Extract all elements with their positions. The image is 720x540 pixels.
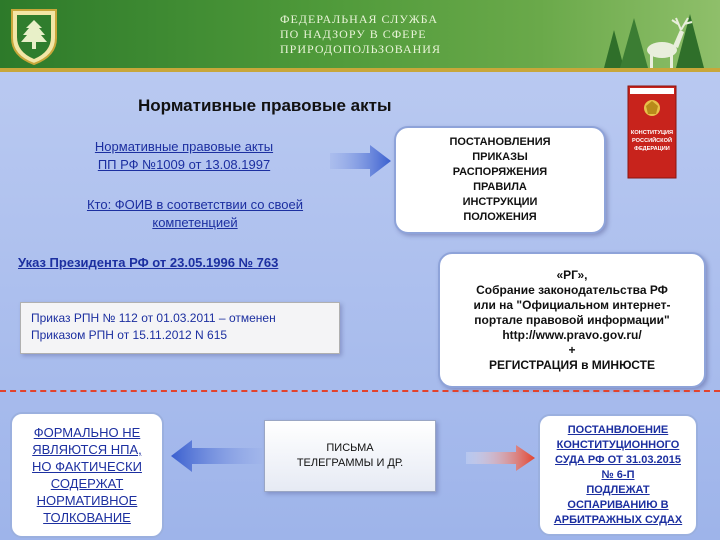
publication-url[interactable]: http://www.pravo.gov.ru/ — [502, 327, 642, 342]
informal-line: НО ФАКТИЧЕСКИ — [32, 459, 142, 474]
informal-line: ФОРМАЛЬНО НЕ — [33, 425, 141, 440]
agency-line: ПО НАДЗОРУ В СФЕРЕ — [280, 27, 427, 41]
letters-line: ТЕЛЕГРАММЫ И ДР. — [296, 457, 404, 469]
publication-line: портале правовой информации" — [474, 312, 670, 327]
court-ruling-box: ПОСТАНВЛОЕНИЕ КОНСТИТУЦИОННОГО СУДА РФ О… — [538, 414, 698, 536]
court-line: ПОСТАНВЛОЕНИЕ — [567, 423, 669, 436]
act-type: ПОСТАНОВЛЕНИЯ — [449, 136, 551, 148]
court-line: № 6-П — [601, 468, 635, 481]
agency-line: ПРИРОДОПОЛЬЗОВАНИЯ — [280, 42, 441, 56]
cover-text: КОНСТИТУЦИЯ — [631, 130, 673, 136]
cover-text: РОССИЙСКОЙ — [632, 136, 672, 144]
court-line: СУДА РФ ОТ 31.03.2015 — [555, 453, 681, 466]
letters-line: ПИСЬМА — [326, 442, 374, 454]
constitution-book-icon: КОНСТИТУЦИЯ РОССИЙСКОЙ ФЕДЕРАЦИИ — [627, 85, 677, 179]
act-types-box: ПОСТАНОВЛЕНИЯ ПРИКАЗЫ РАСПОРЯЖЕНИЯ ПРАВИ… — [394, 126, 606, 234]
court-line: АРБИТРАЖНЫХ СУДАХ — [553, 513, 683, 526]
act-type: ИНСТРУКЦИИ — [462, 196, 538, 208]
letters-box: ПИСЬМА ТЕЛЕГРАММЫ И ДР. — [264, 420, 436, 492]
npa-link-line: ПП РФ №1009 от 13.08.1997 — [97, 157, 271, 172]
publication-line: Собрание законодательства РФ — [476, 282, 668, 297]
informal-line: НОРМАТИВНОЕ — [36, 493, 138, 508]
agency-line: ФЕДЕРАЛЬНАЯ СЛУЖБА — [280, 12, 438, 26]
order-box: Приказ РПН № 112 от 01.03.2011 – отменен… — [20, 302, 340, 354]
decree-link[interactable]: Указ Президента РФ от 23.05.1996 № 763 — [18, 255, 279, 270]
publication-line: РЕГИСТРАЦИЯ в МИНЮСТЕ — [488, 357, 655, 372]
court-line: ОСПАРИВАНИЮ В — [567, 498, 669, 511]
section-divider — [0, 390, 720, 392]
informal-line: ЯВЛЯЮТСЯ НПА, — [32, 442, 142, 457]
publication-box: «РГ», Собрание законодательства РФ или н… — [438, 252, 706, 388]
publication-line: + — [568, 342, 576, 357]
act-type: РАСПОРЯЖЕНИЯ — [452, 166, 548, 178]
court-line: КОНСТИТУЦИОННОГО — [556, 438, 680, 451]
npa-link-line: Нормативные правовые акты — [94, 139, 274, 154]
who-text: Кто: ФОИВ в соответствии со своей компет… — [50, 196, 340, 232]
who-line: компетенцией — [152, 215, 238, 230]
npa-link[interactable]: Нормативные правовые акты ПП РФ №1009 от… — [56, 138, 312, 174]
who-line: Кто: ФОИВ в соответствии со своей — [86, 197, 304, 212]
header-banner: ФЕДЕРАЛЬНАЯ СЛУЖБА ПО НАДЗОРУ В СФЕРЕ ПР… — [0, 0, 720, 72]
forest-deer-icon — [604, 14, 704, 68]
agency-name: ФЕДЕРАЛЬНАЯ СЛУЖБА ПО НАДЗОРУ В СФЕРЕ ПР… — [280, 12, 480, 57]
arrow-right-red-icon — [466, 445, 535, 471]
informal-acts-box: ФОРМАЛЬНО НЕ ЯВЛЯЮТСЯ НПА, НО ФАКТИЧЕСКИ… — [10, 412, 164, 538]
cover-text: ФЕДЕРАЦИИ — [634, 146, 670, 152]
act-type: ПРИКАЗЫ — [472, 151, 528, 163]
arrow-left-icon — [171, 440, 262, 472]
arrow-right-icon — [330, 145, 391, 177]
act-type: ПОЛОЖЕНИЯ — [463, 211, 537, 223]
order-line: Приказ РПН № 112 от 01.03.2011 – отменен — [31, 311, 276, 325]
publication-line: или на "Официальном интернет- — [473, 297, 671, 312]
page-title: Нормативные правовые акты — [138, 96, 392, 115]
order-line: Приказом РПН от 15.11.2012 N 615 — [31, 328, 228, 342]
informal-line: ТОЛКОВАНИЕ — [43, 510, 131, 525]
rosprirodnadzor-emblem-icon — [11, 9, 57, 66]
court-line: ПОДЛЕЖАТ — [586, 483, 650, 496]
publication-line: «РГ», — [556, 267, 588, 282]
informal-line: СОДЕРЖАТ — [50, 476, 124, 491]
act-type: ПРАВИЛА — [473, 181, 527, 193]
